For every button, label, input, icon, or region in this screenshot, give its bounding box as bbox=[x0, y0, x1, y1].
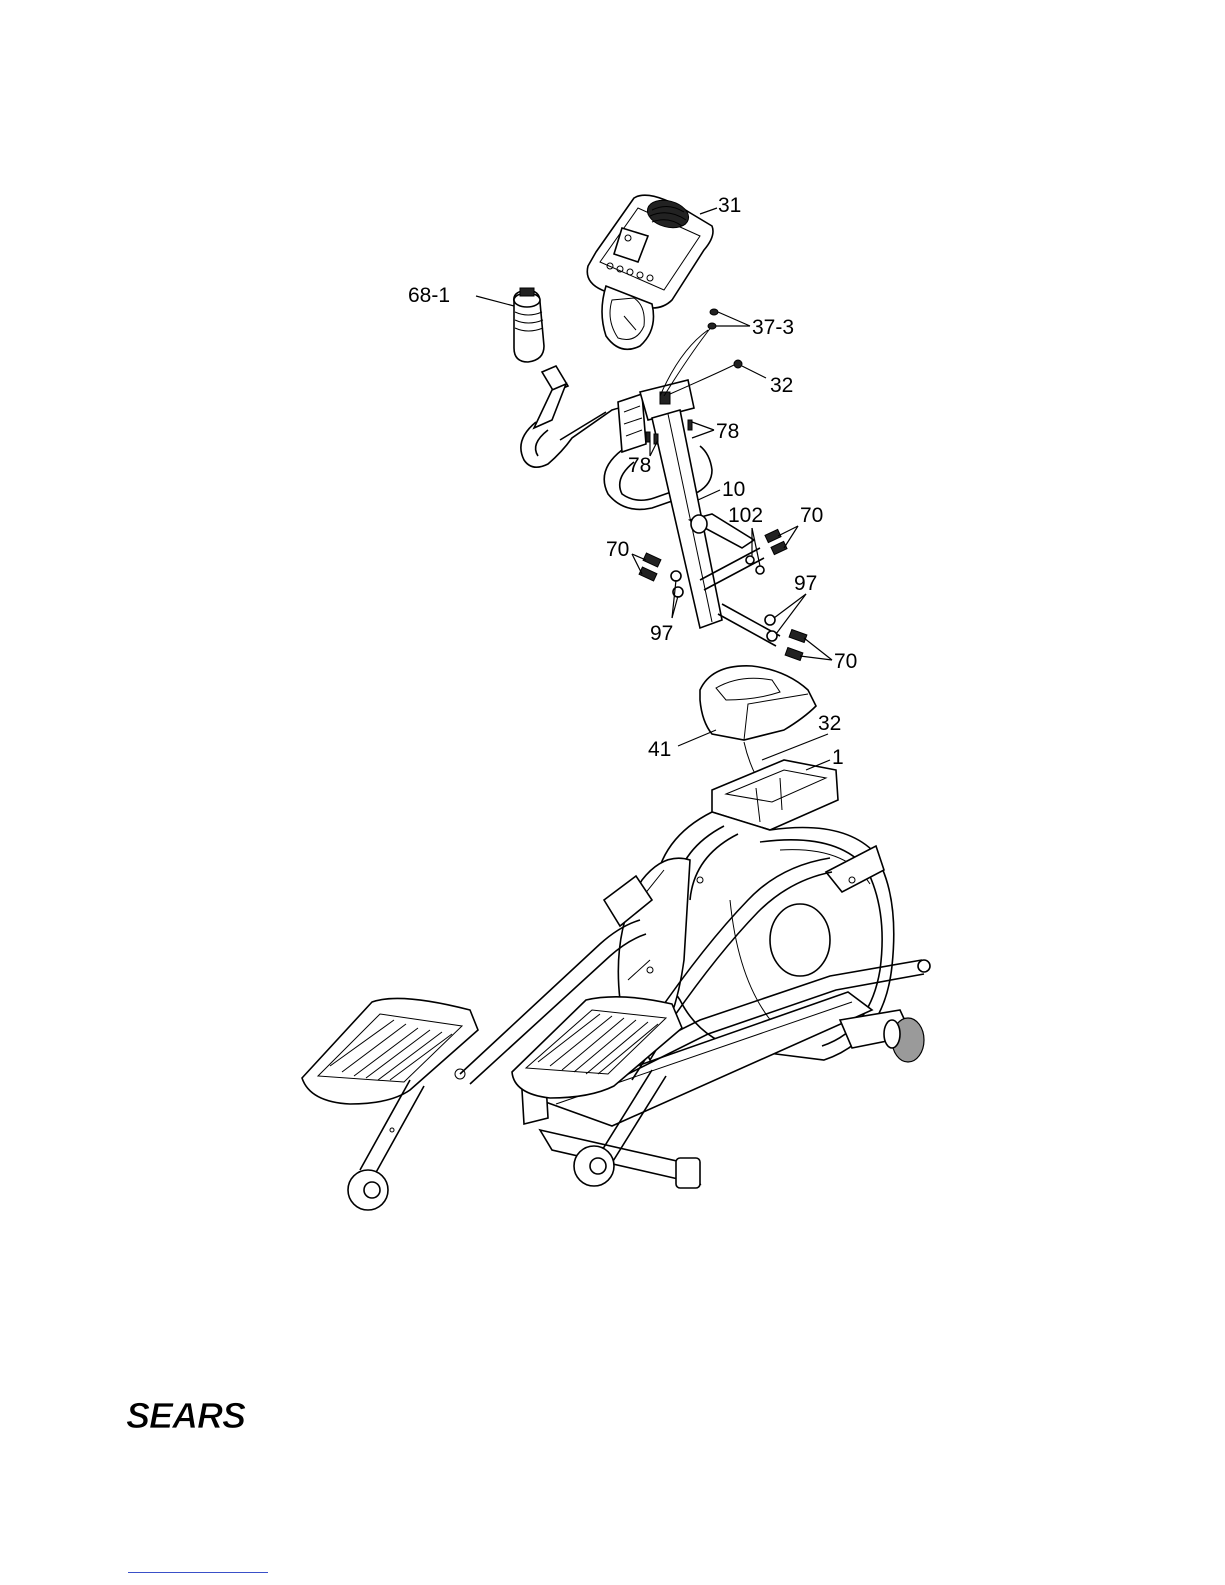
water-bottle bbox=[514, 288, 544, 362]
callout-102: 102 bbox=[728, 504, 763, 527]
main-frame bbox=[522, 742, 924, 1188]
callout-41: 41 bbox=[648, 738, 671, 761]
footer-rule bbox=[128, 1572, 268, 1573]
mast-shroud bbox=[700, 666, 816, 740]
callout-31: 31 bbox=[718, 194, 741, 217]
callout-70-lower-right: 70 bbox=[834, 650, 857, 673]
callout-97-right: 97 bbox=[794, 572, 817, 595]
callout-10: 10 bbox=[722, 478, 745, 501]
callout-68-1: 68-1 bbox=[408, 284, 450, 307]
callout-70-upper-right: 70 bbox=[800, 504, 823, 527]
callout-70-left: 70 bbox=[606, 538, 629, 561]
callout-32-lower: 32 bbox=[818, 712, 841, 735]
console-assembly bbox=[587, 195, 713, 349]
callout-97-left: 97 bbox=[650, 622, 673, 645]
sears-logo: SEARS bbox=[126, 1395, 246, 1436]
callout-32-upper: 32 bbox=[770, 374, 793, 397]
callout-37-3: 37-3 bbox=[752, 316, 794, 339]
callout-78-right: 78 bbox=[716, 420, 739, 443]
callout-1: 1 bbox=[832, 746, 844, 769]
callout-78-left: 78 bbox=[628, 454, 651, 477]
